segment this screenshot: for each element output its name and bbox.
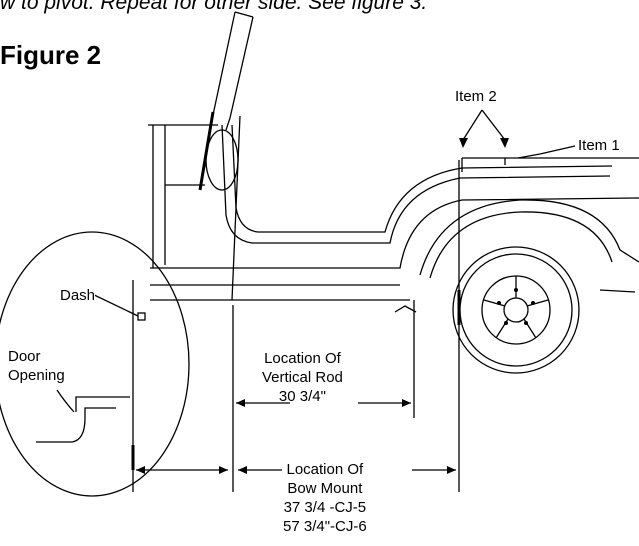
- door-label-line2: Opening: [8, 367, 65, 384]
- bow-dimension-line: [136, 466, 456, 474]
- bow-mount-label: Location Of Bow Mount 37 3/4 -CJ-5 57 3/…: [283, 460, 367, 536]
- item-2-label: Item 2: [455, 88, 497, 105]
- windshield-frame: [198, 11, 254, 191]
- top-instruction-text: w to pivot. Repeat for other side. See f…: [0, 0, 428, 14]
- front-wheel: [452, 246, 580, 374]
- dash-label: Dash: [60, 287, 96, 304]
- vertical-rod-label: Location Of Vertical Rod 30 3/4": [262, 349, 343, 406]
- bow-label-line2: Bow Mount: [287, 480, 363, 497]
- bow-label-line1: Location Of: [286, 461, 364, 478]
- rod-label-line1: Location Of: [264, 350, 341, 367]
- item-1-leader: [517, 145, 576, 159]
- detail-callout: [0, 231, 190, 497]
- jeep-body: [148, 115, 639, 313]
- rod-dimension-value: 30 3/4": [278, 388, 326, 405]
- item-1-label: Item 1: [578, 137, 620, 154]
- item-2-arrows: [459, 109, 509, 148]
- rod-label-line2: Vertical Rod: [262, 369, 343, 386]
- door-label-line1: Door: [8, 348, 41, 365]
- bow-cj6-value: 57 3/4"-CJ-6: [283, 518, 367, 535]
- rod-dimension-line: [236, 399, 411, 407]
- door-opening-label: Door Opening: [8, 347, 65, 385]
- bow-cj5-value: 37 3/4 -CJ-5: [283, 499, 367, 516]
- figure-title: Figure 2: [0, 40, 102, 70]
